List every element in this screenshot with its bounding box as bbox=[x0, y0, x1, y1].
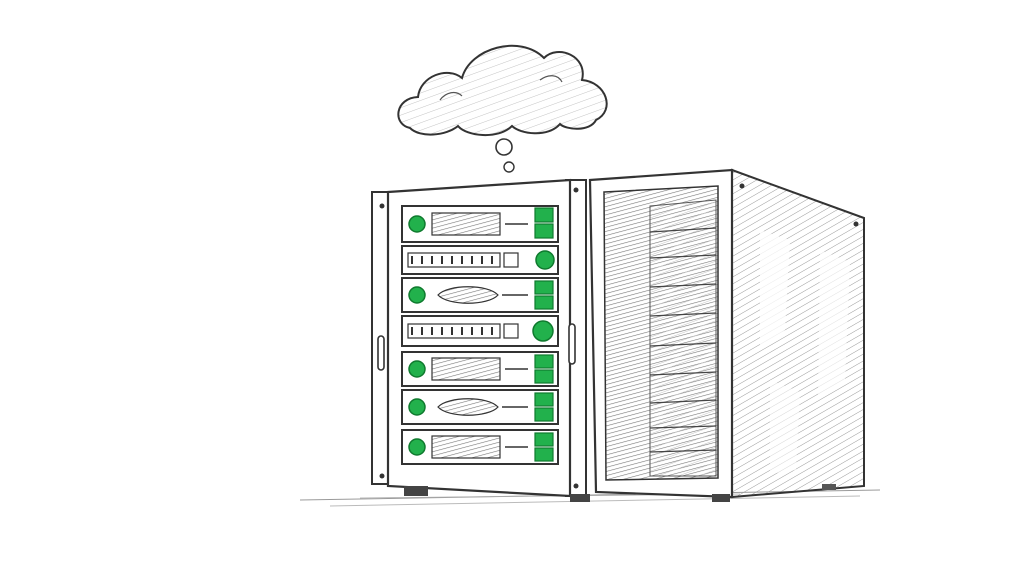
cabinet-shelves bbox=[649, 227, 717, 453]
rack-door-handle-left bbox=[377, 335, 385, 371]
rack-unit-4 bbox=[401, 315, 559, 347]
rack-unit-2 bbox=[401, 245, 559, 275]
thought-bubble-large bbox=[495, 138, 513, 156]
rack-unit-1 bbox=[401, 205, 559, 243]
rack-unit-6 bbox=[401, 389, 559, 425]
rack-door-handle-right bbox=[568, 323, 576, 365]
status-led-icon bbox=[535, 250, 555, 270]
open-cabinet-icon bbox=[588, 168, 865, 502]
status-led-icon bbox=[408, 360, 426, 378]
rack-unit-3 bbox=[401, 277, 559, 313]
status-led-icon bbox=[408, 438, 426, 456]
status-led-icon bbox=[408, 215, 426, 233]
status-led-icon bbox=[408, 286, 426, 304]
thought-cloud-icon bbox=[397, 44, 608, 173]
rack-unit-7 bbox=[401, 429, 559, 465]
status-led-icon bbox=[408, 398, 426, 416]
thought-bubble-small bbox=[503, 161, 515, 173]
rack-unit-5 bbox=[401, 351, 559, 387]
server-rack-icon bbox=[371, 178, 590, 502]
status-led-icon bbox=[532, 320, 554, 342]
